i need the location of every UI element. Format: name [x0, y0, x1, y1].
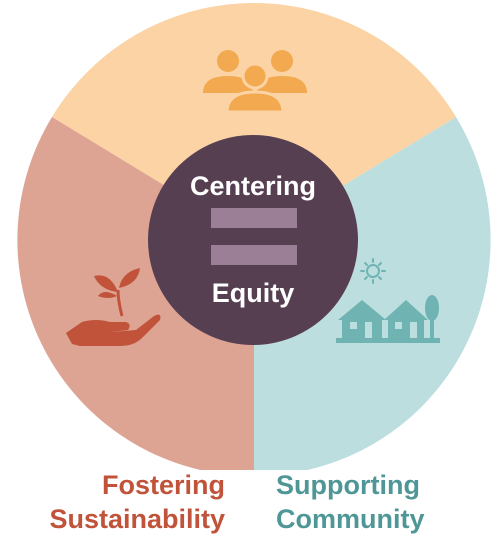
caption-right-line2: Community: [276, 504, 425, 534]
equals-bar-bottom: [211, 245, 297, 265]
plant-in-hand-icon: [66, 268, 161, 346]
caption-supporting-community: Supporting Community: [276, 468, 486, 536]
houses-with-sun-icon: [336, 258, 440, 343]
caption-fostering-sustainability: Fostering Sustainability: [20, 468, 225, 536]
center-title-line2: Equity: [212, 278, 295, 308]
equity-wheel-diagram: Centering Equity: [17, 3, 491, 470]
people-group-icon: [203, 50, 307, 114]
segment-top: [52, 3, 456, 240]
caption-left-line1: Fostering: [101, 470, 225, 500]
center-title-line1: Centering: [190, 171, 316, 201]
caption-left-line2: Sustainability: [49, 504, 225, 534]
equals-bar-top: [211, 208, 297, 228]
caption-right-line1: Supporting: [276, 470, 420, 500]
center-circle: [148, 135, 358, 345]
